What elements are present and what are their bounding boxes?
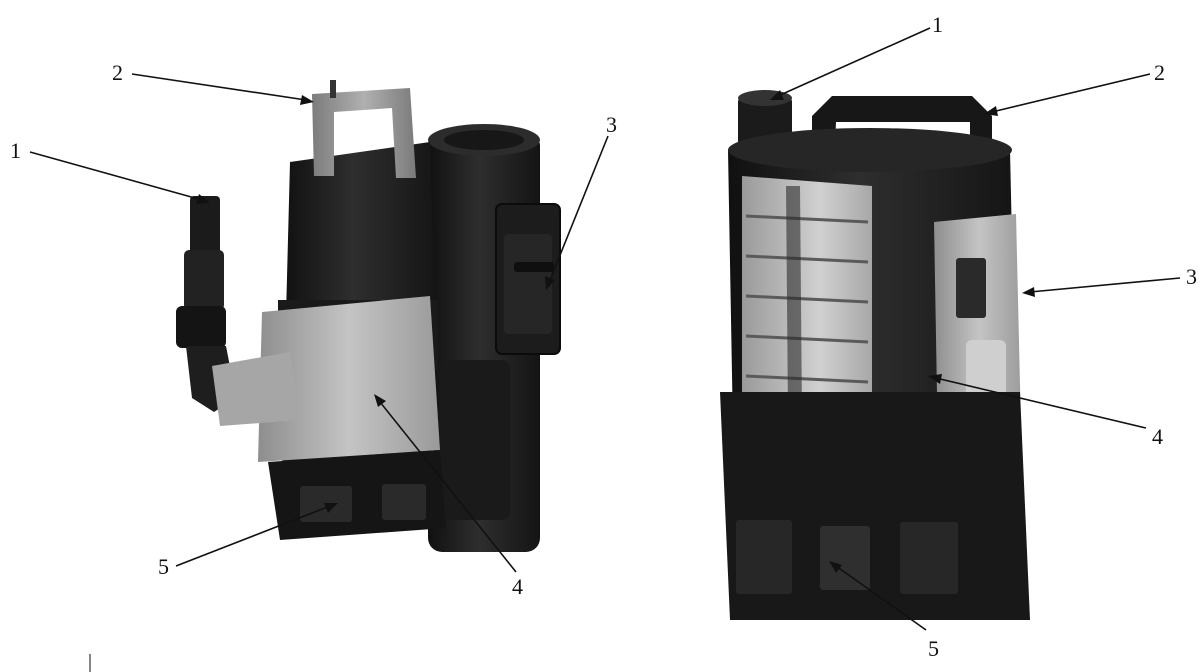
left-callout-labels: 1 2 3 4 5 <box>10 60 617 599</box>
callout-label-left-3: 3 <box>606 112 617 137</box>
leader-line-left-3 <box>549 135 609 281</box>
leader-line-left-1 <box>29 151 203 201</box>
leader-line-left-2 <box>131 73 307 101</box>
leader-line-left-4 <box>379 401 517 573</box>
callout-label-right-3: 3 <box>1186 264 1197 289</box>
left-callouts <box>29 73 609 573</box>
left-base <box>268 450 446 540</box>
callout-label-right-5: 5 <box>928 636 939 661</box>
left-handle <box>312 80 416 178</box>
leader-line-left-5 <box>175 505 331 567</box>
right-handle <box>812 96 992 170</box>
right-float-cage <box>742 176 872 422</box>
left-pump <box>176 80 561 552</box>
callout-label-left-4: 4 <box>512 574 523 599</box>
callout-label-left-5: 5 <box>158 554 169 579</box>
arrowhead-right-5 <box>829 561 842 573</box>
callout-label-left-1: 1 <box>10 138 21 163</box>
callout-label-right-4: 4 <box>1152 424 1163 449</box>
arrowhead-right-3 <box>1022 287 1035 297</box>
callout-label-right-1: 1 <box>932 12 943 37</box>
right-base <box>720 392 1030 620</box>
arrowhead-right-2 <box>984 106 998 116</box>
right-callouts <box>770 27 1181 631</box>
callout-label-right-2: 2 <box>1154 60 1165 85</box>
left-outlet-pipe <box>176 196 300 426</box>
left-switch-box <box>495 203 561 355</box>
right-callout-labels: 1 2 3 4 5 <box>928 12 1197 661</box>
leader-line-right-3 <box>1029 277 1181 293</box>
arrowhead-left-2 <box>300 95 314 105</box>
arrowhead-right-4 <box>928 374 942 384</box>
leader-line-right-1 <box>777 27 931 97</box>
leader-line-right-4 <box>935 377 1147 429</box>
arrowhead-left-4 <box>374 394 386 407</box>
leader-line-right-5 <box>835 565 927 631</box>
arrowhead-left-3 <box>545 276 555 290</box>
arrowhead-left-1 <box>196 194 210 204</box>
right-pump <box>720 90 1030 620</box>
callout-label-left-2: 2 <box>112 60 123 85</box>
arrowhead-right-1 <box>770 90 784 100</box>
arrowhead-left-5 <box>324 503 338 513</box>
leader-line-right-2 <box>991 73 1151 113</box>
